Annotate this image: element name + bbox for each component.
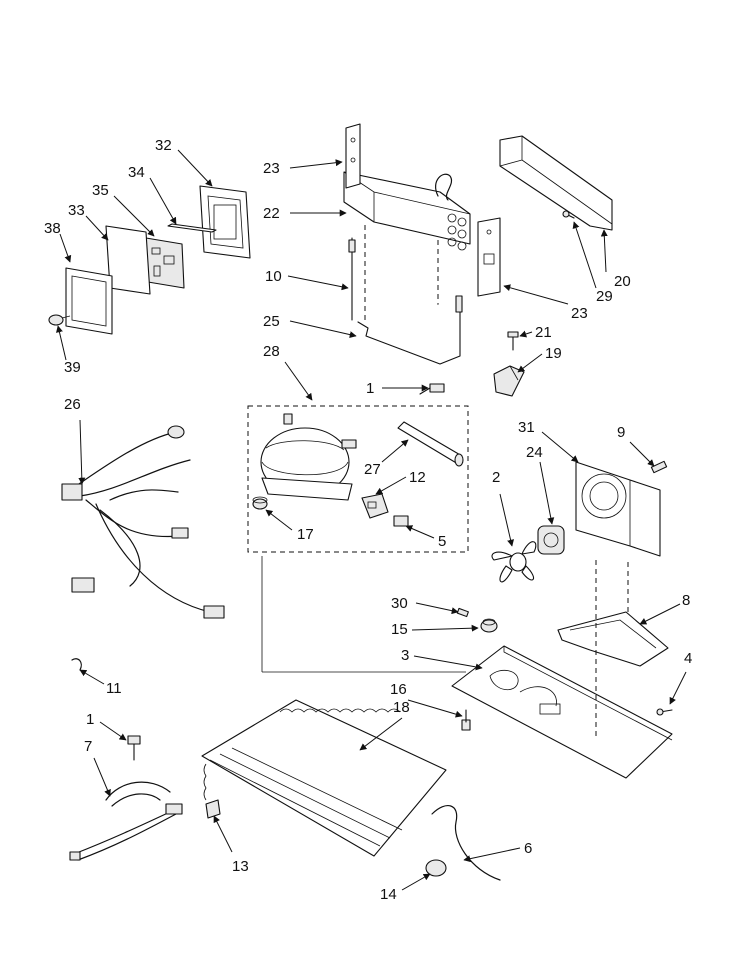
callout-10: 10 (265, 268, 282, 285)
callout-39: 39 (64, 359, 81, 376)
screw-part-9[interactable] (650, 460, 668, 474)
board-cover-part-33[interactable] (105, 225, 151, 295)
screw-part-1b[interactable] (127, 735, 141, 761)
callout-29: 29 (596, 288, 613, 305)
evaporator-bracket-right-part-23[interactable] (477, 217, 501, 297)
callout-1-top: 1 (366, 380, 374, 397)
screw-part-39[interactable] (48, 314, 71, 326)
control-housing-part-32[interactable] (199, 185, 251, 259)
heater-bracket-part-25[interactable] (357, 295, 463, 365)
screw-part-21[interactable] (507, 331, 519, 351)
callout-22: 22 (263, 205, 280, 222)
wire-harness-part-26[interactable] (61, 425, 225, 619)
air-duct-part-20[interactable] (499, 135, 613, 231)
callout-labels: 32 34 35 33 38 39 23 22 10 25 28 20 29 2… (44, 137, 692, 903)
screw-part-4[interactable] (656, 708, 673, 716)
base-plate-part-3[interactable] (451, 645, 673, 779)
callout-35: 35 (92, 182, 109, 199)
light-bar-part-34[interactable] (167, 223, 217, 233)
callout-4: 4 (684, 650, 692, 667)
callout-1-bottom: 1 (86, 711, 94, 728)
tube-part-30[interactable] (456, 607, 469, 618)
callout-23-left: 23 (263, 160, 280, 177)
callout-9: 9 (617, 424, 625, 441)
grommet-part-15[interactable] (480, 618, 498, 633)
callout-25: 25 (263, 313, 280, 330)
access-cover-part-38[interactable] (65, 267, 113, 335)
compressor-part-28[interactable] (260, 413, 357, 501)
callout-5: 5 (438, 533, 446, 550)
callout-21: 21 (535, 324, 552, 341)
leader-lines (56, 149, 687, 891)
callout-38: 38 (44, 220, 61, 237)
callout-18: 18 (393, 699, 410, 716)
control-board-part-35[interactable] (145, 237, 185, 289)
callout-14: 14 (380, 886, 397, 903)
callout-23-right: 23 (571, 305, 588, 322)
fan-shroud-part-31[interactable] (575, 461, 661, 557)
relay-part-12[interactable] (361, 493, 389, 519)
callout-30: 30 (391, 595, 408, 612)
callout-11: 11 (106, 680, 122, 697)
clip-part-11[interactable] (71, 658, 82, 671)
callout-3: 3 (401, 647, 409, 664)
callout-32: 32 (155, 137, 172, 154)
callout-16: 16 (390, 681, 407, 698)
callout-7: 7 (84, 738, 92, 755)
thermistor-part-19[interactable] (493, 365, 525, 397)
callout-19: 19 (545, 345, 562, 362)
callout-2: 2 (492, 469, 500, 486)
callout-15: 15 (391, 621, 408, 638)
callout-12: 12 (409, 469, 426, 486)
callout-33: 33 (68, 202, 85, 219)
callout-17: 17 (297, 526, 314, 543)
drain-tube-part-6[interactable] (431, 805, 501, 881)
condenser-fan-bracket-part-8[interactable] (557, 611, 669, 667)
callout-31: 31 (518, 419, 535, 436)
callout-26: 26 (64, 396, 81, 413)
evaporator-assembly-part-22[interactable] (343, 171, 471, 251)
power-cord-harness-part-7[interactable] (69, 781, 183, 861)
fan-motor-part-24[interactable] (537, 525, 565, 555)
condenser-part-18[interactable] (201, 699, 447, 857)
callout-34: 34 (128, 164, 145, 181)
callout-8: 8 (682, 592, 690, 609)
evaporator-bracket-left-part-23[interactable] (345, 123, 361, 189)
screw-part-29[interactable] (562, 210, 575, 219)
callout-24: 24 (526, 444, 543, 461)
overload-part-5[interactable] (393, 515, 409, 527)
callout-28: 28 (263, 343, 280, 360)
drier-part-27[interactable] (397, 421, 464, 467)
callout-27: 27 (364, 461, 381, 478)
mounting-screw-part-1[interactable] (419, 383, 445, 395)
callout-20: 20 (614, 273, 631, 290)
fan-blade-part-2[interactable] (491, 541, 537, 583)
drain-plug-part-14[interactable] (425, 859, 447, 877)
callout-13: 13 (232, 858, 249, 875)
callout-6: 6 (524, 840, 532, 857)
clip-part-13[interactable] (205, 799, 221, 819)
grommet-part-17[interactable] (252, 496, 268, 510)
compressor-kit-boundary (247, 405, 469, 553)
screw-part-16[interactable] (461, 709, 471, 731)
